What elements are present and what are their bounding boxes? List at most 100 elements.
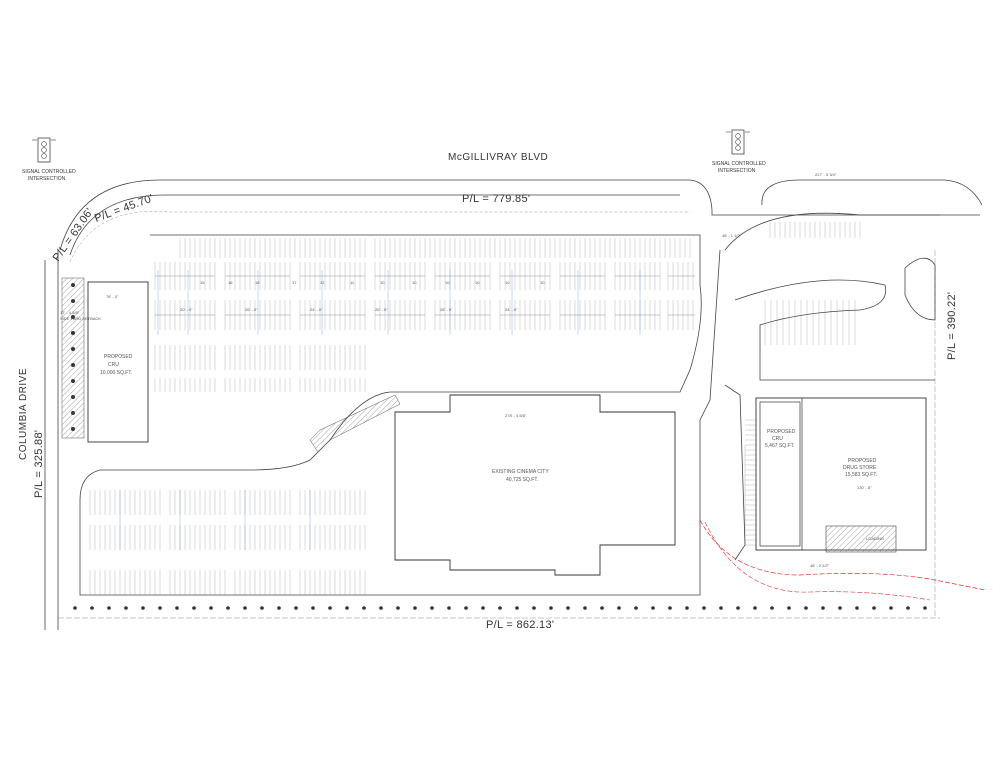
pl-west: P/L = 325.88': [33, 430, 45, 498]
tree-icon: [855, 606, 859, 610]
dim-cru-top: 76' - 0": [106, 294, 119, 299]
tree-icon: [838, 606, 842, 610]
stall-count: 11: [350, 280, 355, 285]
stall-count: 10: [380, 280, 385, 285]
tree-icon: [379, 606, 383, 610]
tree-icon: [124, 606, 128, 610]
tree-icon: [753, 606, 757, 610]
aisle-dimension: 26' - 0": [440, 307, 453, 312]
aisle-dimension: 24' - 0": [310, 307, 323, 312]
tree-icon: [430, 606, 434, 610]
tree-icon: [413, 606, 417, 610]
tree-icon: [90, 606, 94, 610]
building-east: PROPOSED CRU 5,467 SQ.FT. PROPOSED DRUG …: [755, 397, 927, 553]
cru-east-line2: CRU: [772, 436, 783, 442]
east-lot: [724, 212, 940, 561]
tree-icon: [396, 606, 400, 610]
tree-icon: [107, 606, 111, 610]
tree-icon: [158, 606, 162, 610]
cru-west-line1: PROPOSED: [104, 354, 133, 360]
tree-icon: [651, 606, 655, 610]
tree-icon: [464, 606, 468, 610]
stall-count: 10: [412, 280, 417, 285]
aisle-dimension: 20' - 0": [180, 307, 193, 312]
drug-line2: DRUG STORE: [843, 465, 877, 471]
tree-icon: [821, 606, 825, 610]
pl-nw: P/L = 45.70': [93, 192, 155, 224]
drug-line1: PROPOSED: [848, 458, 877, 464]
tree-icon: [311, 606, 315, 610]
tree-icon: [787, 606, 791, 610]
traffic-signal-icon: [726, 129, 750, 155]
tree-icon: [617, 606, 621, 610]
tree-icon: [736, 606, 740, 610]
signal-right-line2: INTERSECTION: [718, 168, 756, 174]
pl-north: P/L = 779.85': [462, 193, 530, 205]
tree-icon: [770, 606, 774, 610]
cinema-line2: 40,725 SQ.FT.: [506, 477, 538, 483]
pl-east: P/L = 390.22': [946, 292, 958, 360]
stall-count: 10: [540, 280, 545, 285]
mcgillivray-curb: [59, 179, 983, 263]
traffic-signal-icon: [32, 137, 56, 163]
tree-icon: [634, 606, 638, 610]
stall-count: 18: [255, 280, 260, 285]
tree-icon: [141, 606, 145, 610]
tree-icon: [719, 606, 723, 610]
tree-icon: [515, 606, 519, 610]
dim-north-east: 227' - 5 3/4": [815, 172, 837, 177]
tree-icon: [668, 606, 672, 610]
tree-icon: [804, 606, 808, 610]
tree-icon: [583, 606, 587, 610]
tree-icon: [532, 606, 536, 610]
building-cinema: 278' - 4 5/8" EXISTING CINEMA CITY 40,72…: [394, 394, 676, 576]
side-yard-label: SIDE YARD SETBACK: [60, 316, 101, 321]
aisle-dimension: 26' - 0": [245, 307, 258, 312]
signal-left-line2: INTERSECTION: [28, 176, 66, 182]
cru-east-line3: 5,467 SQ.FT.: [765, 443, 794, 449]
tree-icon: [260, 606, 264, 610]
dim-east-1: 48' - 1 1/2": [722, 233, 742, 238]
tree-icon: [600, 606, 604, 610]
tree-icon: [73, 606, 77, 610]
dim-side-yard: 17' - 4 3/8": [60, 310, 80, 315]
truck-path: [699, 519, 986, 591]
stall-count: 10: [445, 280, 450, 285]
tree-icon: [175, 606, 179, 610]
aisle-labels: 20' - 0" 26' - 0" 24' - 0" 20' - 0" 26' - 0"…: [180, 307, 518, 312]
building-cru-west: PROPOSED CRU 10,000 SQ.FT.: [87, 281, 149, 443]
tree-icon: [277, 606, 281, 610]
stall-count: 10: [505, 280, 510, 285]
aisle-dimension: 20' - 0": [375, 307, 388, 312]
tree-icon: [685, 606, 689, 610]
tree-icon: [566, 606, 570, 610]
tree-icon: [226, 606, 230, 610]
cru-west-line2: CRU: [108, 362, 119, 368]
stall-count: 16: [228, 280, 233, 285]
tree-icon: [872, 606, 876, 610]
stall-count: 12: [320, 280, 325, 285]
parking-stall-rows: [89, 222, 861, 595]
street-west: COLUMBIA DRIVE: [18, 368, 29, 460]
tree-icon: [923, 606, 927, 610]
drug-width: 130' - 8": [857, 485, 872, 490]
cinema-line1: EXISTING CINEMA CITY: [492, 469, 549, 475]
dim-east-2: 48' - 2 1/2": [810, 563, 830, 568]
tree-icon: [549, 606, 553, 610]
street-north: McGILLIVRAY BLVD: [448, 152, 548, 163]
columbia-curb: [44, 250, 59, 630]
tree-icon: [447, 606, 451, 610]
tree-icon: [481, 606, 485, 610]
walkway: [309, 394, 401, 453]
tree-icon: [362, 606, 366, 610]
tree-icon: [702, 606, 706, 610]
tree-icon: [192, 606, 196, 610]
pl-south: P/L = 862.13': [486, 619, 554, 631]
stall-count: 15: [200, 280, 205, 285]
stall-count: 17: [292, 280, 297, 285]
tree-icon: [328, 606, 332, 610]
tree-icon: [498, 606, 502, 610]
tree-icon: [209, 606, 213, 610]
